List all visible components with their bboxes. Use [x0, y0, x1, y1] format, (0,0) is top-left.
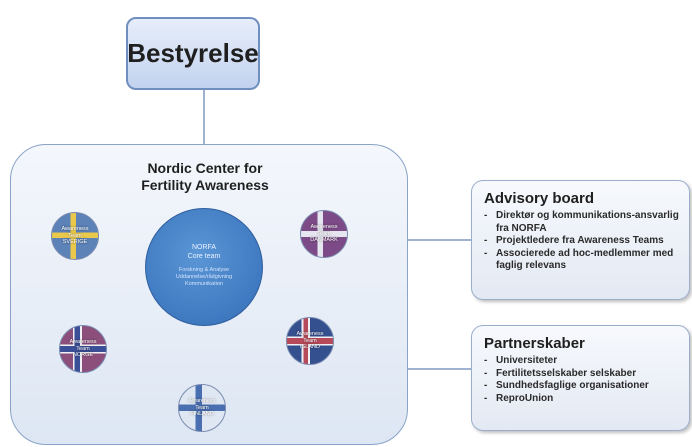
partnerships-box: Partnerskaber Universiteter Fertilitetss…: [471, 325, 690, 431]
core-sub-2: Uddannelse/rådgivning: [175, 274, 233, 280]
board-box: Bestyrelse: [126, 17, 260, 90]
title-line-2: Fertility Awareness: [141, 177, 269, 193]
advisory-item: Projektledere fra Awareness Teams: [484, 235, 689, 248]
advisory-board-box: Advisory board Direktør og kommunikation…: [471, 180, 690, 300]
core-sub-3: Kommunikation: [185, 281, 223, 287]
advisory-item: Associerede ad hoc-medlemmer med faglig …: [484, 248, 689, 273]
team-denmark-label: Awareness Team DANMARK: [310, 224, 338, 244]
partner-item: Sundhedsfaglige organisationer: [484, 380, 689, 393]
partner-item: Universiteter: [484, 355, 689, 368]
team-finland-label: Awareness Team FINLAND: [188, 398, 216, 418]
advisory-title: Advisory board: [484, 190, 595, 207]
advisory-list: Direktør og kommunikations-ansvarlig fra…: [472, 210, 689, 273]
partner-item: ReproUnion: [484, 393, 689, 406]
partner-item: Fertilitetsselskaber selskaber: [484, 368, 689, 381]
nordic-center-title: Nordic Center for Fertility Awareness: [105, 160, 305, 194]
core-team-circle: NORFA Core team Forskning & Analyse Udda…: [145, 208, 263, 326]
board-label: Bestyrelse: [127, 38, 259, 68]
team-denmark-circle: Awareness Team DANMARK: [300, 210, 348, 258]
team-norway-circle: Awareness Team NORGE: [59, 325, 107, 373]
partner-list: Universiteter Fertilitetsselskaber selsk…: [472, 355, 689, 405]
partner-title: Partnerskaber: [484, 335, 585, 352]
core-sub-1: Forskning & Analyse: [178, 267, 230, 273]
team-iceland-circle: Awareness Team ISLAND: [286, 317, 334, 365]
team-sweden-circle: Awareness Team SVERIGE: [51, 212, 99, 260]
advisory-item: Direktør og kommunikations-ansvarlig fra…: [484, 210, 689, 235]
team-sweden-label: Awareness Team SVERIGE: [61, 226, 89, 246]
core-line-1: NORFA: [191, 244, 217, 251]
team-iceland-label: Awareness Team ISLAND: [296, 331, 324, 351]
core-line-2: Core team: [187, 253, 221, 260]
team-finland-circle: Awareness Team FINLAND: [178, 384, 226, 432]
title-line-1: Nordic Center for: [147, 160, 263, 176]
team-norway-label: Awareness Team NORGE: [69, 339, 97, 359]
